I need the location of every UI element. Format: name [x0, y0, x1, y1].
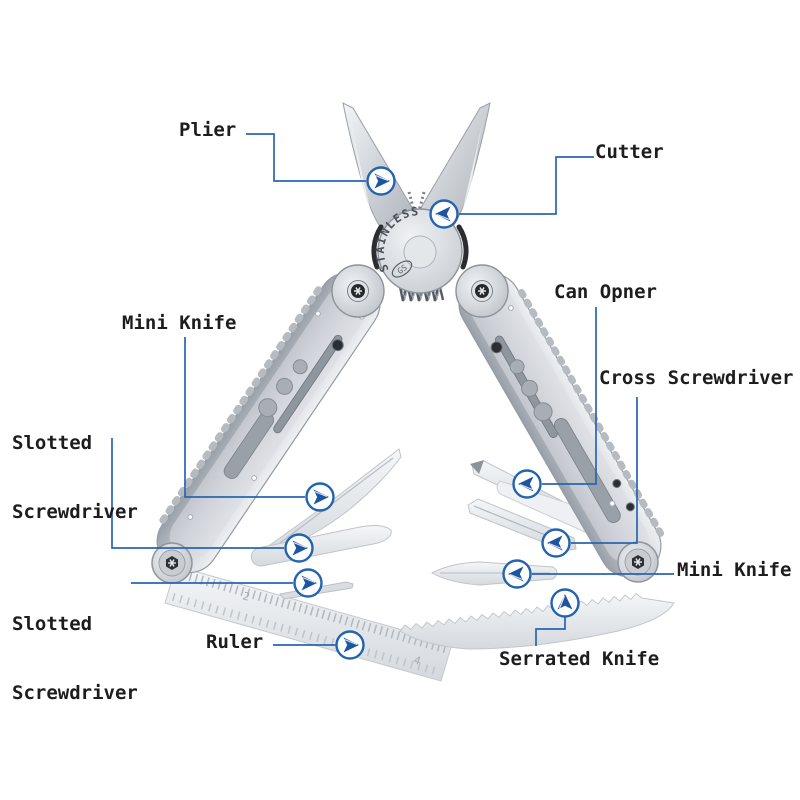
pointer-icon-mini-knife-left [305, 482, 335, 512]
handle-hole [258, 398, 278, 418]
ruler-tool: 2 4 [164, 565, 453, 682]
leader-mini-knife-left [184, 337, 305, 498]
pointer-icon-cross-screwdriver [541, 528, 571, 558]
serrated-knife-blade [399, 592, 675, 650]
handle-slot-wide [553, 418, 621, 523]
pivot-shadow-arc [371, 224, 384, 270]
leader-slotted-upper [111, 438, 284, 549]
label-cross-screwdriver: Cross Screwdriver [599, 367, 793, 390]
label-can-opner: Can Opner [554, 281, 657, 304]
rivet [315, 310, 321, 317]
torx-star [478, 287, 486, 295]
torx-star [634, 558, 642, 566]
label-text-line1: Slotted [12, 432, 93, 454]
pointer-markers [284, 166, 580, 660]
label-text: Cutter [595, 141, 664, 163]
rivet [187, 514, 194, 520]
jaw-teeth-left [407, 191, 420, 227]
torx-star [168, 559, 176, 567]
pivot-plate: STAINLESS GS [371, 204, 469, 294]
rivet [609, 500, 616, 507]
label-plier: Plier [179, 119, 236, 142]
handle-hole [292, 359, 308, 375]
leader-cutter [459, 156, 594, 215]
ruler-strip [164, 565, 453, 682]
label-text: Ruler [206, 631, 264, 653]
label-ruler: Ruler [206, 631, 263, 654]
handle-screw [490, 341, 503, 354]
leader-serrated-knife [535, 617, 566, 646]
ruler-digit: 4 [412, 653, 422, 667]
leader-can-opner [542, 307, 597, 485]
label-mini-knife-left: Mini Knife [122, 312, 236, 335]
right-handle-bolt [617, 541, 659, 583]
left-handle-top-cap [331, 264, 385, 318]
rivet [507, 305, 514, 311]
ruler-ticks-bottom [171, 593, 437, 675]
torx-star [354, 287, 362, 295]
label-text: Can Opner [554, 281, 657, 303]
handle-screw [331, 339, 344, 352]
rivet [251, 475, 257, 481]
pivot-shadow-arc [456, 224, 469, 270]
right-handle-top-cap [455, 264, 509, 318]
handle-screw [625, 502, 635, 512]
handle-screw [612, 479, 622, 489]
label-text: Mini Knife [677, 559, 792, 581]
flat-screwdriver-tool [250, 525, 392, 567]
pointer-icon-slotted-upper [284, 533, 314, 563]
label-mini-knife-right: Mini Knife [677, 559, 791, 582]
pointer-icon-mini-knife-right [502, 559, 532, 589]
label-slotted-screwdriver-upper: Slotted Screwdriver [12, 386, 138, 547]
label-text: Plier [179, 119, 237, 141]
label-text: Serrated Knife [499, 648, 660, 670]
pointer-icon-can-opner [512, 469, 542, 499]
label-text-line2: Screwdriver [12, 501, 138, 523]
leader-cross-screwdriver [571, 397, 638, 544]
handle-hole [521, 379, 539, 397]
label-text: Mini Knife [122, 312, 237, 334]
pointer-icon-serrated-knife [550, 588, 580, 618]
left-handle-bolt [151, 542, 193, 584]
leader-lines [111, 133, 674, 646]
handle-hole [509, 359, 525, 375]
label-serrated-knife: Serrated Knife [499, 648, 659, 671]
label-slotted-screwdriver-lower: Slotted Screwdriver [12, 567, 138, 728]
handle-hole [533, 402, 553, 422]
handle-slot-thin [273, 334, 343, 434]
pointer-icon-slotted-lower [293, 568, 323, 598]
ruler-digit: 2 [241, 589, 251, 603]
pointer-icon-cutter [429, 199, 459, 229]
label-text-line2: Screwdriver [12, 682, 138, 704]
knurled-edge [154, 286, 322, 531]
pivot-center [403, 235, 437, 269]
label-text-line1: Slotted [12, 613, 93, 635]
handle-hole [276, 377, 294, 395]
pointer-icon-plier [366, 166, 396, 196]
pointer-icon-ruler [335, 630, 365, 660]
leader-plier [246, 133, 366, 182]
label-cutter: Cutter [595, 141, 664, 164]
jaw-teeth-right [413, 191, 426, 227]
label-text: Cross Screwdriver [599, 367, 794, 389]
